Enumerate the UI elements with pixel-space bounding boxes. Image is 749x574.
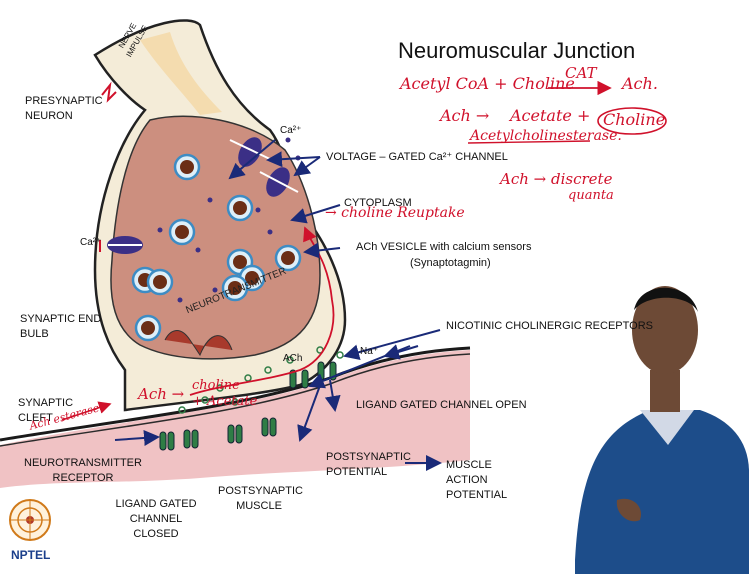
ach-vesicle xyxy=(136,316,160,340)
note-ach-arrow: Ach → xyxy=(440,106,489,125)
label-ach-vesicle: ACh VESICLE with calcium sensors xyxy=(356,240,531,255)
label-na: Na⁺ xyxy=(360,345,378,359)
note-ach-product: Ach. xyxy=(622,74,658,93)
label-ligand-open: LIGAND GATED CHANNEL OPEN xyxy=(356,398,527,413)
label-ligand-closed: LIGAND GATED CHANNEL CLOSED xyxy=(110,497,202,542)
note-acetyl-coa: Acetyl CoA + Choline xyxy=(400,74,575,93)
label-ca-left: Ca²⁺ xyxy=(80,236,101,250)
label-ach: ACh xyxy=(283,352,302,366)
note-cleft-reaction: Ach → xyxy=(138,385,184,403)
label-postsynaptic-potential: POSTSYNAPTIC POTENTIAL xyxy=(326,450,408,480)
label-voltage-gated-channel: VOLTAGE – GATED Ca²⁺ CHANNEL xyxy=(326,150,508,165)
nptel-logo-mark xyxy=(10,500,50,540)
ach-vesicle xyxy=(170,220,194,244)
ach-vesicle xyxy=(228,196,252,220)
note-acetylcholinesterase: Acetylcholinesterase. xyxy=(470,128,622,144)
label-synaptotagmin: (Synaptotagmin) xyxy=(410,256,491,271)
label-nicotinic-receptors: NICOTINIC CHOLINERGIC RECEPTORS xyxy=(446,319,653,334)
note-cleft-choline: choline xyxy=(192,378,240,393)
note-cleft-acetate: + Acetate xyxy=(192,394,257,409)
label-neurotransmitter-receptor: NEUROTRANSMITTER RECEPTOR xyxy=(18,456,148,486)
note-acetate: Acetate + xyxy=(510,106,590,125)
label-synaptic-end-bulb: SYNAPTIC END BULB xyxy=(20,312,108,342)
label-presynaptic-neuron: PRESYNAPTIC NEURON xyxy=(25,94,105,124)
note-quanta: quanta xyxy=(568,188,614,203)
label-ca-top: Ca²⁺ xyxy=(280,124,301,138)
note-discrete: Ach → discrete xyxy=(500,170,612,188)
label-muscle-action-potential: MUSCLE ACTION POTENTIAL xyxy=(446,458,514,503)
ach-vesicle xyxy=(175,155,199,179)
note-cat: CAT xyxy=(565,64,597,82)
ach-vesicle xyxy=(148,270,172,294)
nptel-logo-text: NPTEL xyxy=(11,548,50,562)
page-title: Neuromuscular Junction xyxy=(398,38,635,64)
note-choline: Choline xyxy=(603,110,665,129)
note-choline-reuptake: → choline Reuptake xyxy=(325,205,465,221)
label-postsynaptic-muscle: POSTSYNAPTIC MUSCLE xyxy=(218,484,300,514)
